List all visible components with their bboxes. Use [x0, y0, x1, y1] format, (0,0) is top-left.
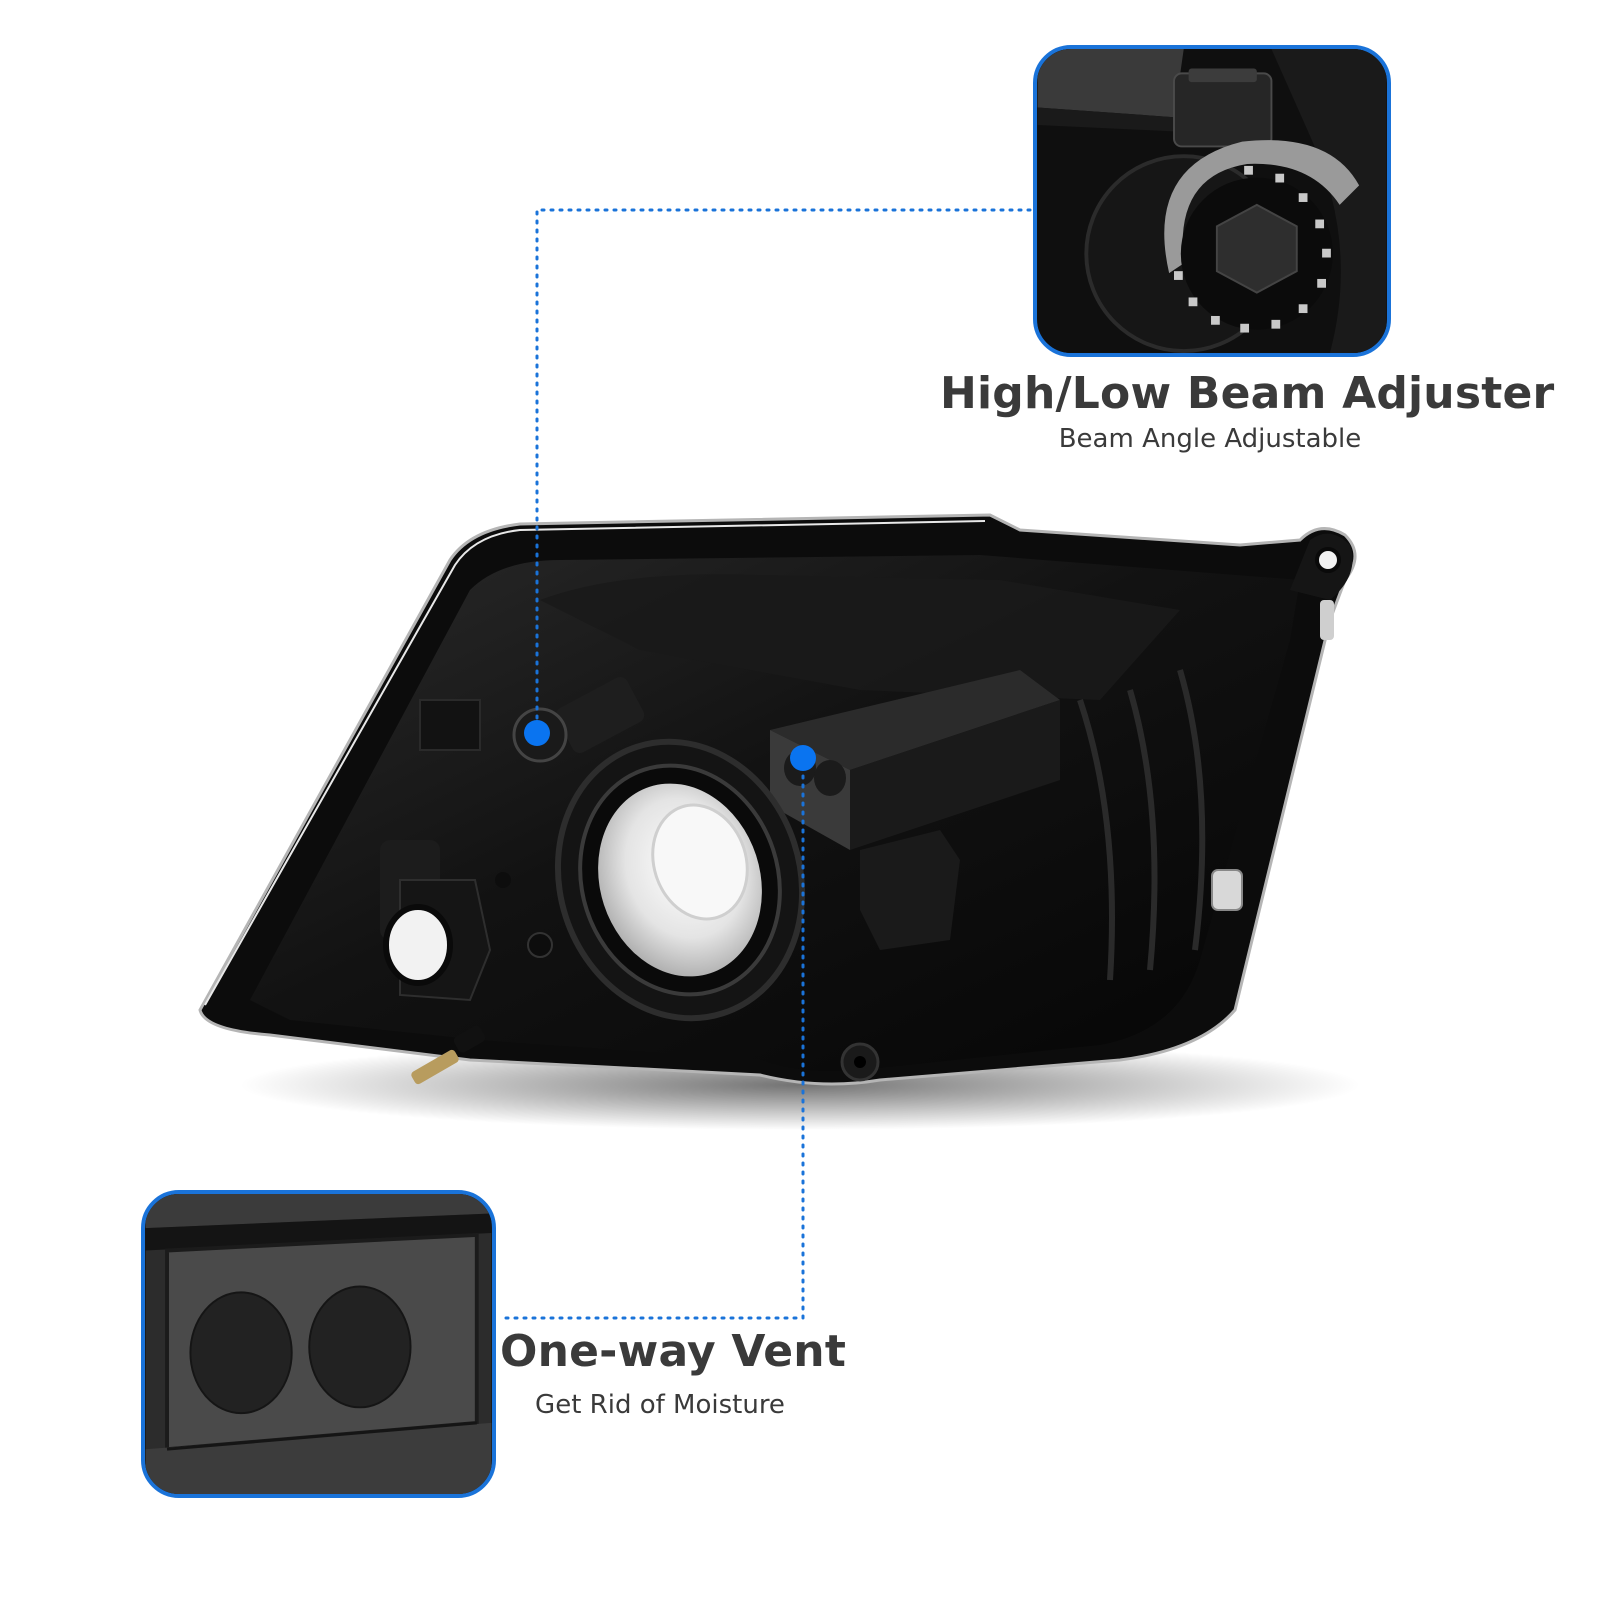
- inset-beam-adjuster-closeup: [1033, 45, 1391, 357]
- mounting-ear: [1290, 533, 1353, 600]
- hotspot-beam-adjuster: [524, 720, 550, 746]
- callout-subtitle-one-way-vent: Get Rid of Moisture: [535, 1390, 785, 1420]
- one-way-vent-closeup-image: [145, 1194, 492, 1494]
- signal-socket: [383, 879, 492, 1002]
- inset-one-way-vent-closeup: [141, 1190, 496, 1498]
- hotspot-one-way-vent: [790, 745, 816, 771]
- brass-screw: [411, 1025, 486, 1085]
- callout-title-one-way-vent: One-way Vent: [500, 1326, 847, 1377]
- beam-adjuster-closeup-image: [1037, 49, 1387, 353]
- callout-subtitle-beam-adjuster: Beam Angle Adjustable: [1058, 424, 1362, 454]
- callout-title-beam-adjuster: High/Low Beam Adjuster: [940, 368, 1555, 419]
